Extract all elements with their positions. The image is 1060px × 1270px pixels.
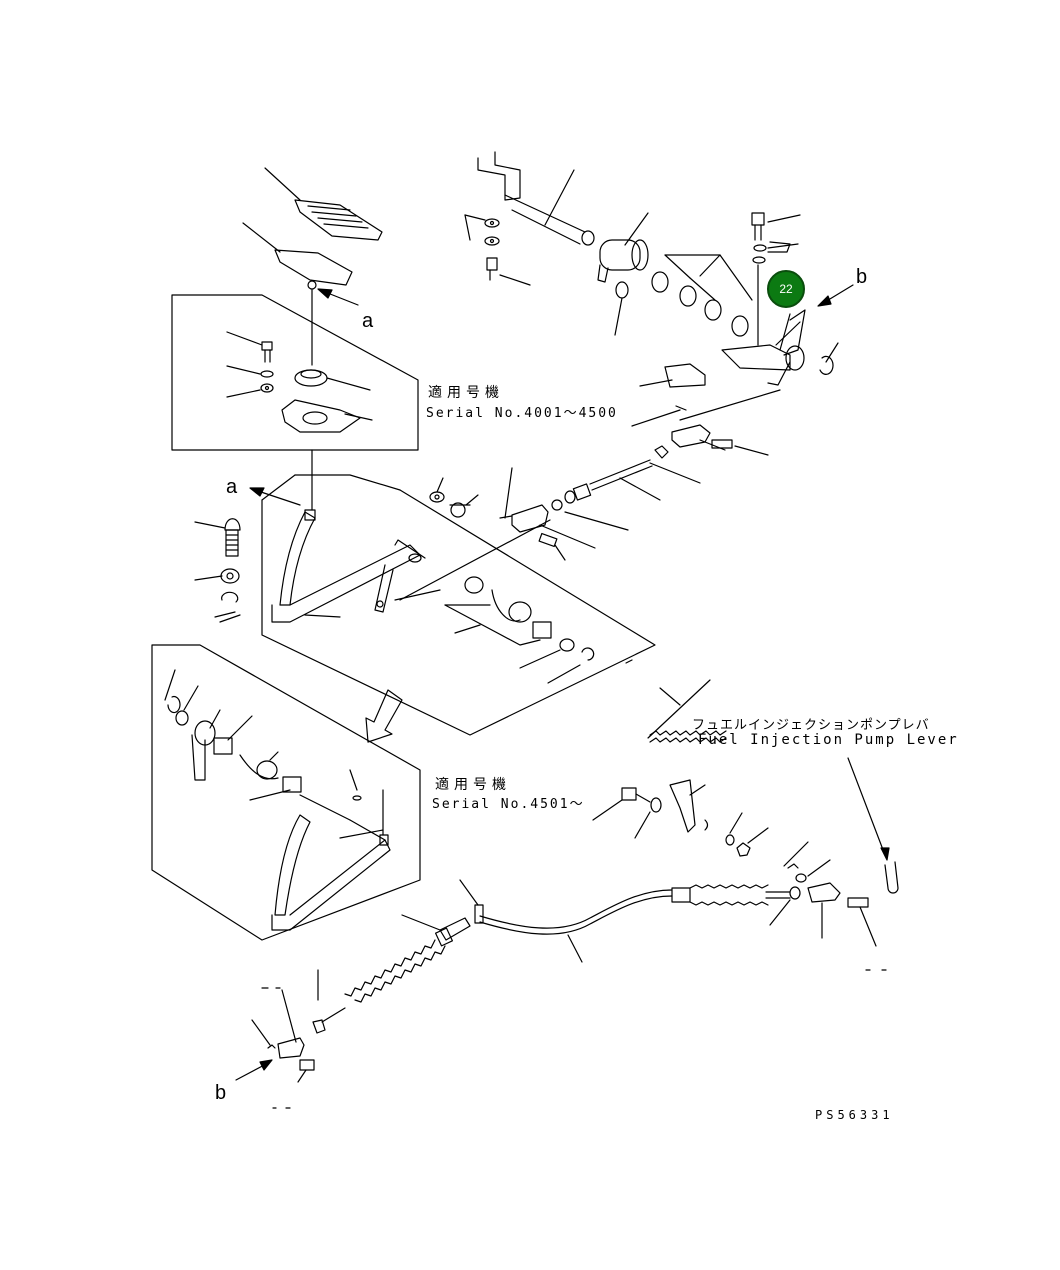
callout-arrow-a-top <box>318 289 358 305</box>
callout-b-bottom: b <box>215 1082 227 1104</box>
callout-b-top: b <box>856 266 868 288</box>
callout-a-left: a <box>226 476 238 498</box>
lower-frame-parts <box>165 670 390 930</box>
pedal-pad-bottom <box>243 223 352 289</box>
callout-arrow-b-top <box>818 285 853 306</box>
serial-note-1-en: Serial No.4001〜4500 <box>426 406 618 421</box>
rod-link-plates <box>632 364 780 483</box>
pedal-pad-top <box>265 168 382 240</box>
serial-note-2-jp: 適用号機 <box>435 777 511 793</box>
cross-shaft <box>465 152 594 285</box>
fuel-note-en: Fuel Injection Pump Lever <box>698 732 959 748</box>
lower-group-frame <box>152 645 420 940</box>
upper-group-frame <box>172 295 418 450</box>
pump-lever-arrow <box>848 758 898 893</box>
upper-frame-parts <box>227 290 372 432</box>
fuel-note-jp: フュエルインジェクションポンプレバ <box>692 718 930 733</box>
return-spring <box>648 680 726 742</box>
left-stopper-bolt <box>195 519 240 622</box>
spring-bracket <box>593 780 768 856</box>
threaded-rod <box>400 460 660 600</box>
pedal-lever-main <box>272 450 440 622</box>
main-group-hardware <box>430 478 632 683</box>
serial-note-1-jp: 適用号機 <box>428 385 504 401</box>
control-cable <box>313 880 790 1033</box>
callout-arrow-b-bottom <box>236 1060 272 1080</box>
callout-a-top: a <box>362 310 374 332</box>
main-group-frame <box>262 475 655 735</box>
cable-end-right <box>770 842 886 970</box>
lever-arm <box>722 213 838 385</box>
drawing-code: PS56331 <box>815 1108 894 1122</box>
cable-end-left <box>252 988 314 1108</box>
group-arrow <box>366 690 402 742</box>
callout-arrow-a-left <box>250 488 300 505</box>
serial-note-2-en: Serial No.4501〜 <box>432 797 585 812</box>
part-marker-22[interactable]: 22 <box>767 270 805 308</box>
shaft-bushings <box>598 213 752 336</box>
